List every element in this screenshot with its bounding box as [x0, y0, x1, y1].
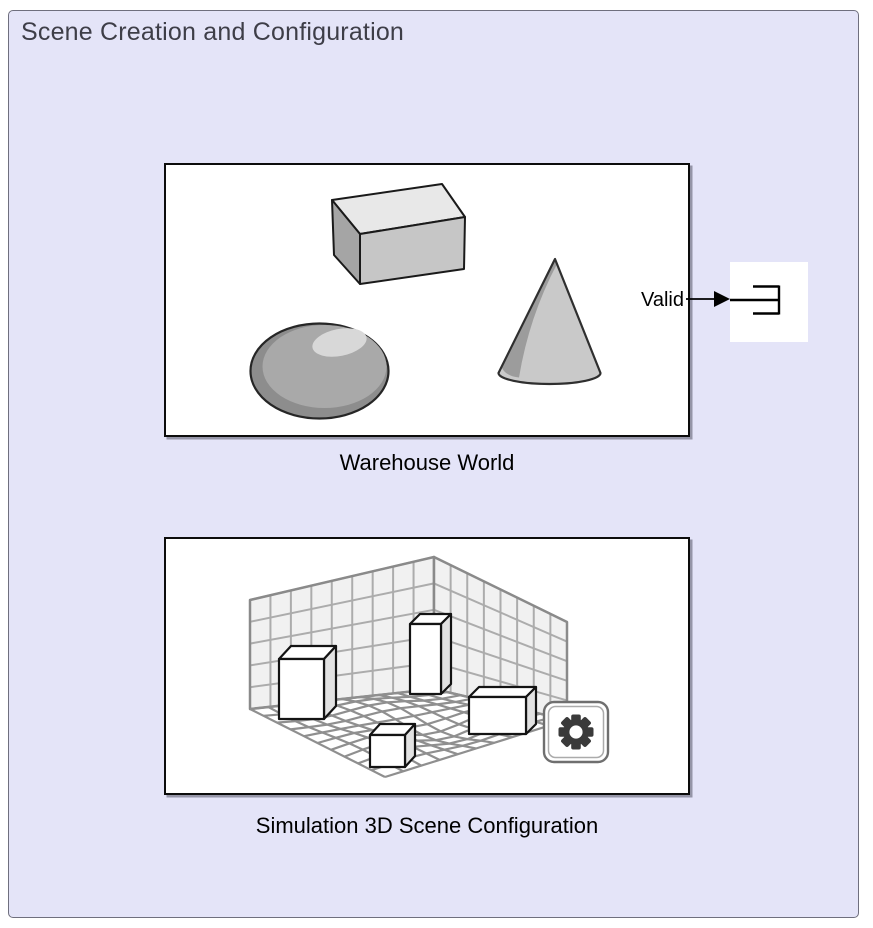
- scene-box: [467, 685, 538, 736]
- terminator-icon: [730, 285, 781, 315]
- scene-box: [368, 722, 417, 769]
- scene-config-label[interactable]: Simulation 3D Scene Configuration: [255, 813, 599, 838]
- output-port-label-valid: Valid: [641, 289, 684, 311]
- 3d-grid-scene-icon: [248, 555, 610, 779]
- scene-box: [408, 612, 453, 696]
- area-title[interactable]: Scene Creation and Configuration: [21, 18, 405, 46]
- grid-wall-left: [248, 555, 436, 711]
- gear-icon: [542, 700, 610, 764]
- arrowhead-icon: [714, 291, 730, 307]
- terrain-mesh: [249, 687, 568, 779]
- cone-shape: [497, 257, 602, 386]
- terminator-block[interactable]: [730, 262, 808, 342]
- warehouse-world-label[interactable]: Warehouse World: [339, 450, 515, 475]
- scene-box: [277, 644, 338, 721]
- signal-line-valid[interactable]: [686, 286, 732, 314]
- warehouse-3d-shapes-icon: [249, 183, 602, 420]
- scene-config-block[interactable]: [164, 537, 690, 795]
- warehouse-world-block[interactable]: Valid: [164, 163, 690, 437]
- box-shape: [331, 183, 466, 285]
- sphere-shape: [249, 322, 390, 420]
